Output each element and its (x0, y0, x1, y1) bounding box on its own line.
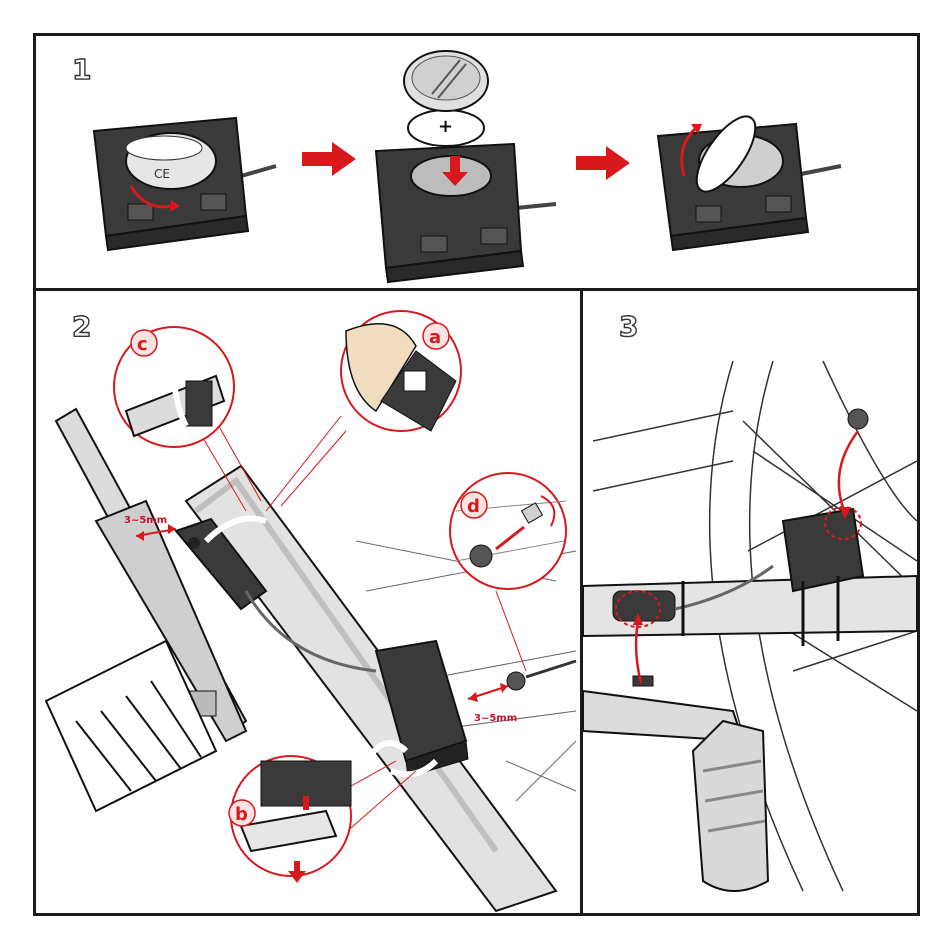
dimension-magnet-gap: 3~5mm (468, 683, 517, 724)
panel-step-2: 2 (33, 288, 583, 916)
callout-letter-b: b (235, 804, 248, 825)
magnet-gap-label: 3~5mm (474, 713, 517, 724)
arrow-right-icon (576, 146, 630, 180)
callout-letter-c: c (137, 334, 148, 355)
alignment-illustration (583, 291, 917, 913)
sensor-closed: CE (94, 118, 276, 250)
sensor-open-with-battery: + (376, 51, 556, 282)
callout-b: b (229, 756, 351, 883)
ce-mark: CE (154, 167, 170, 181)
callout-letter-a: a (429, 327, 441, 348)
panel-step-3: 3 (580, 288, 920, 916)
sensor-closing (658, 108, 841, 250)
sensor-gap-label: 3~5mm (124, 515, 167, 526)
spoke-magnet (507, 661, 576, 690)
panel-step-1: 1 CE (33, 33, 920, 291)
callout-a: a (341, 311, 461, 431)
callout-letter-d: d (467, 496, 480, 517)
callout-c: c (114, 327, 234, 447)
crank-and-pedal (583, 676, 768, 891)
plus-sign: + (438, 116, 453, 137)
callout-d: d (450, 473, 566, 589)
mounting-illustration: 3~5mm 3~5mm (36, 291, 580, 913)
spoke-magnet (848, 409, 868, 429)
arrow-right-icon (302, 142, 356, 176)
battery-install-illustration: CE (36, 36, 917, 288)
